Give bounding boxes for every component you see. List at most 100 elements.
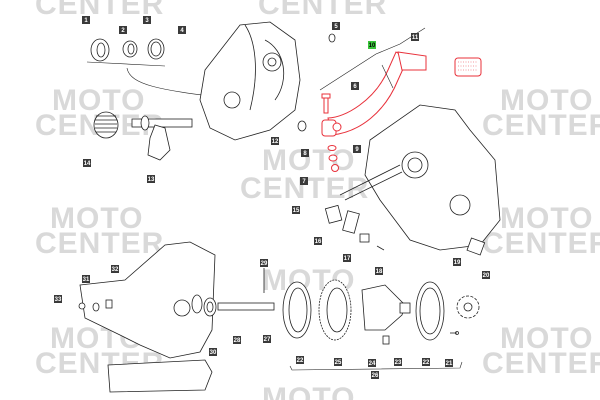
callout-number: 7 xyxy=(302,179,306,185)
spring-23[interactable] xyxy=(382,335,390,345)
callout-13[interactable]: 13 xyxy=(147,175,155,183)
callout-number: 8 xyxy=(303,151,307,157)
gear-19[interactable] xyxy=(466,237,486,256)
callout-number: 4 xyxy=(180,28,184,34)
kickstart-lever-10[interactable] xyxy=(321,51,427,137)
plate-15[interactable] xyxy=(324,204,343,224)
callout-8[interactable]: 8 xyxy=(301,149,309,157)
callout-number: 18 xyxy=(376,269,383,275)
callout-27[interactable]: 27 xyxy=(263,335,271,343)
callout-10[interactable]: 10 xyxy=(368,41,376,49)
callout-22[interactable]: 22 xyxy=(422,358,430,366)
screw-21[interactable] xyxy=(450,331,459,335)
callout-number: 32 xyxy=(112,267,119,273)
callout-number: 14 xyxy=(84,161,91,167)
clutch-hub-24[interactable] xyxy=(361,284,411,331)
washer-12[interactable] xyxy=(297,120,307,132)
callout-15[interactable]: 15 xyxy=(292,206,300,214)
bearing-3[interactable] xyxy=(122,40,138,58)
seal-1[interactable] xyxy=(90,38,110,62)
watermark-text: CENTER xyxy=(482,109,600,142)
callout-21[interactable]: 21 xyxy=(445,359,453,367)
callout-1[interactable]: 1 xyxy=(82,16,90,24)
kick-rubber-11[interactable] xyxy=(454,57,482,77)
callout-22[interactable]: 22 xyxy=(296,356,304,364)
watermark-text: MOTO xyxy=(52,84,145,117)
ring-gear-25[interactable] xyxy=(318,279,352,341)
watermark-text: CENTER xyxy=(35,0,164,21)
callout-16[interactable]: 16 xyxy=(314,237,322,245)
callout-12[interactable]: 12 xyxy=(271,137,279,145)
watermark-text: CENTER xyxy=(482,347,600,380)
callout-28[interactable]: 28 xyxy=(233,336,241,344)
washer-4[interactable] xyxy=(147,38,165,60)
callout-29[interactable]: 29 xyxy=(260,259,268,267)
sprocket-20[interactable] xyxy=(456,295,480,319)
callout-31[interactable]: 31 xyxy=(82,275,90,283)
callout-number: 5 xyxy=(334,24,338,30)
bolt-6[interactable] xyxy=(321,93,331,114)
callout-2[interactable]: 2 xyxy=(119,26,127,34)
callout-24[interactable]: 24 xyxy=(368,359,376,367)
callout-number: 11 xyxy=(412,35,419,41)
callout-14[interactable]: 14 xyxy=(83,159,91,167)
callout-32[interactable]: 32 xyxy=(111,265,119,273)
callout-26[interactable]: 26 xyxy=(371,371,379,379)
clutch-plate-22b[interactable] xyxy=(415,281,445,341)
seal-31[interactable] xyxy=(92,302,100,312)
callout-18[interactable]: 18 xyxy=(375,267,383,275)
callout-11[interactable]: 11 xyxy=(411,33,419,41)
callout-number: 2 xyxy=(121,28,125,34)
callout-number: 25 xyxy=(335,360,342,366)
callout-25[interactable]: 25 xyxy=(334,358,342,366)
washer-7[interactable] xyxy=(328,154,338,162)
callout-6[interactable]: 6 xyxy=(351,82,359,90)
watermark-text: MOTO xyxy=(500,322,593,355)
callout-17[interactable]: 17 xyxy=(343,254,351,262)
crankcase-cover[interactable] xyxy=(199,21,301,141)
o-ring-5[interactable] xyxy=(328,33,336,43)
watermark-text: CENTER xyxy=(258,0,387,21)
callout-number: 21 xyxy=(446,361,453,367)
shaft-27[interactable] xyxy=(217,302,275,311)
callout-number: 23 xyxy=(395,360,402,366)
callout-number: 31 xyxy=(83,277,90,283)
bearing-28[interactable] xyxy=(203,297,217,317)
callout-33[interactable]: 33 xyxy=(54,295,62,303)
nut-9[interactable] xyxy=(331,164,339,172)
callout-5[interactable]: 5 xyxy=(332,22,340,30)
callout-23[interactable]: 23 xyxy=(394,358,402,366)
callout-number: 26 xyxy=(372,373,379,379)
callout-30[interactable]: 30 xyxy=(209,348,217,356)
clip-17[interactable] xyxy=(359,233,370,243)
callout-number: 24 xyxy=(369,361,376,367)
callout-number: 12 xyxy=(272,139,279,145)
plug-33[interactable] xyxy=(78,302,86,310)
callout-number: 10 xyxy=(369,43,376,49)
callout-number: 6 xyxy=(353,84,357,90)
callout-number: 22 xyxy=(423,360,430,366)
watermark-text: MOTO xyxy=(262,382,355,400)
plate-16[interactable] xyxy=(342,210,360,234)
callout-19[interactable]: 19 xyxy=(453,258,461,266)
callout-number: 19 xyxy=(454,260,461,266)
callout-3[interactable]: 3 xyxy=(143,16,151,24)
callout-9[interactable]: 9 xyxy=(353,145,361,153)
callout-7[interactable]: 7 xyxy=(300,177,308,185)
callout-number: 16 xyxy=(315,239,322,245)
part-32[interactable] xyxy=(105,299,113,309)
watermark-text: MOTO xyxy=(50,202,143,235)
clutch-plate-22[interactable] xyxy=(282,281,312,339)
callout-number: 33 xyxy=(55,297,62,303)
callout-number: 22 xyxy=(297,358,304,364)
pin-18[interactable] xyxy=(376,245,385,251)
washer-8[interactable] xyxy=(327,145,337,151)
kick-spring-14[interactable] xyxy=(93,111,119,139)
gearbox-housing[interactable] xyxy=(79,241,216,393)
callout-4[interactable]: 4 xyxy=(178,26,186,34)
callout-number: 30 xyxy=(210,350,217,356)
kick-shaft-13[interactable] xyxy=(131,115,193,161)
callout-20[interactable]: 20 xyxy=(482,271,490,279)
